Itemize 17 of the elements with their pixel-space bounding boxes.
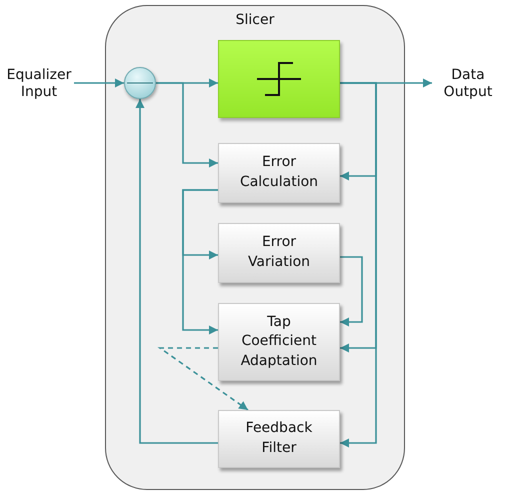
slicer-box [218,40,340,118]
process-box: Tap Coefficient Adaptation [218,303,340,381]
slicer-panel [105,5,405,490]
io-label: Equalizer Input [4,64,74,104]
arrow [136,99,218,444]
arrow [74,78,124,88]
arrow [156,82,218,168]
dashed-arrow [157,347,248,411]
process-box: Feedback Filter [218,410,340,468]
process-box: Error Calculation [218,143,340,203]
arrow [340,256,363,326]
panel-title: Slicer [234,12,276,28]
summing-junction [124,67,156,99]
arrow [182,189,218,334]
io-label: Data Output [432,64,504,104]
process-box: Error Variation [218,223,340,283]
arrow [340,82,377,448]
